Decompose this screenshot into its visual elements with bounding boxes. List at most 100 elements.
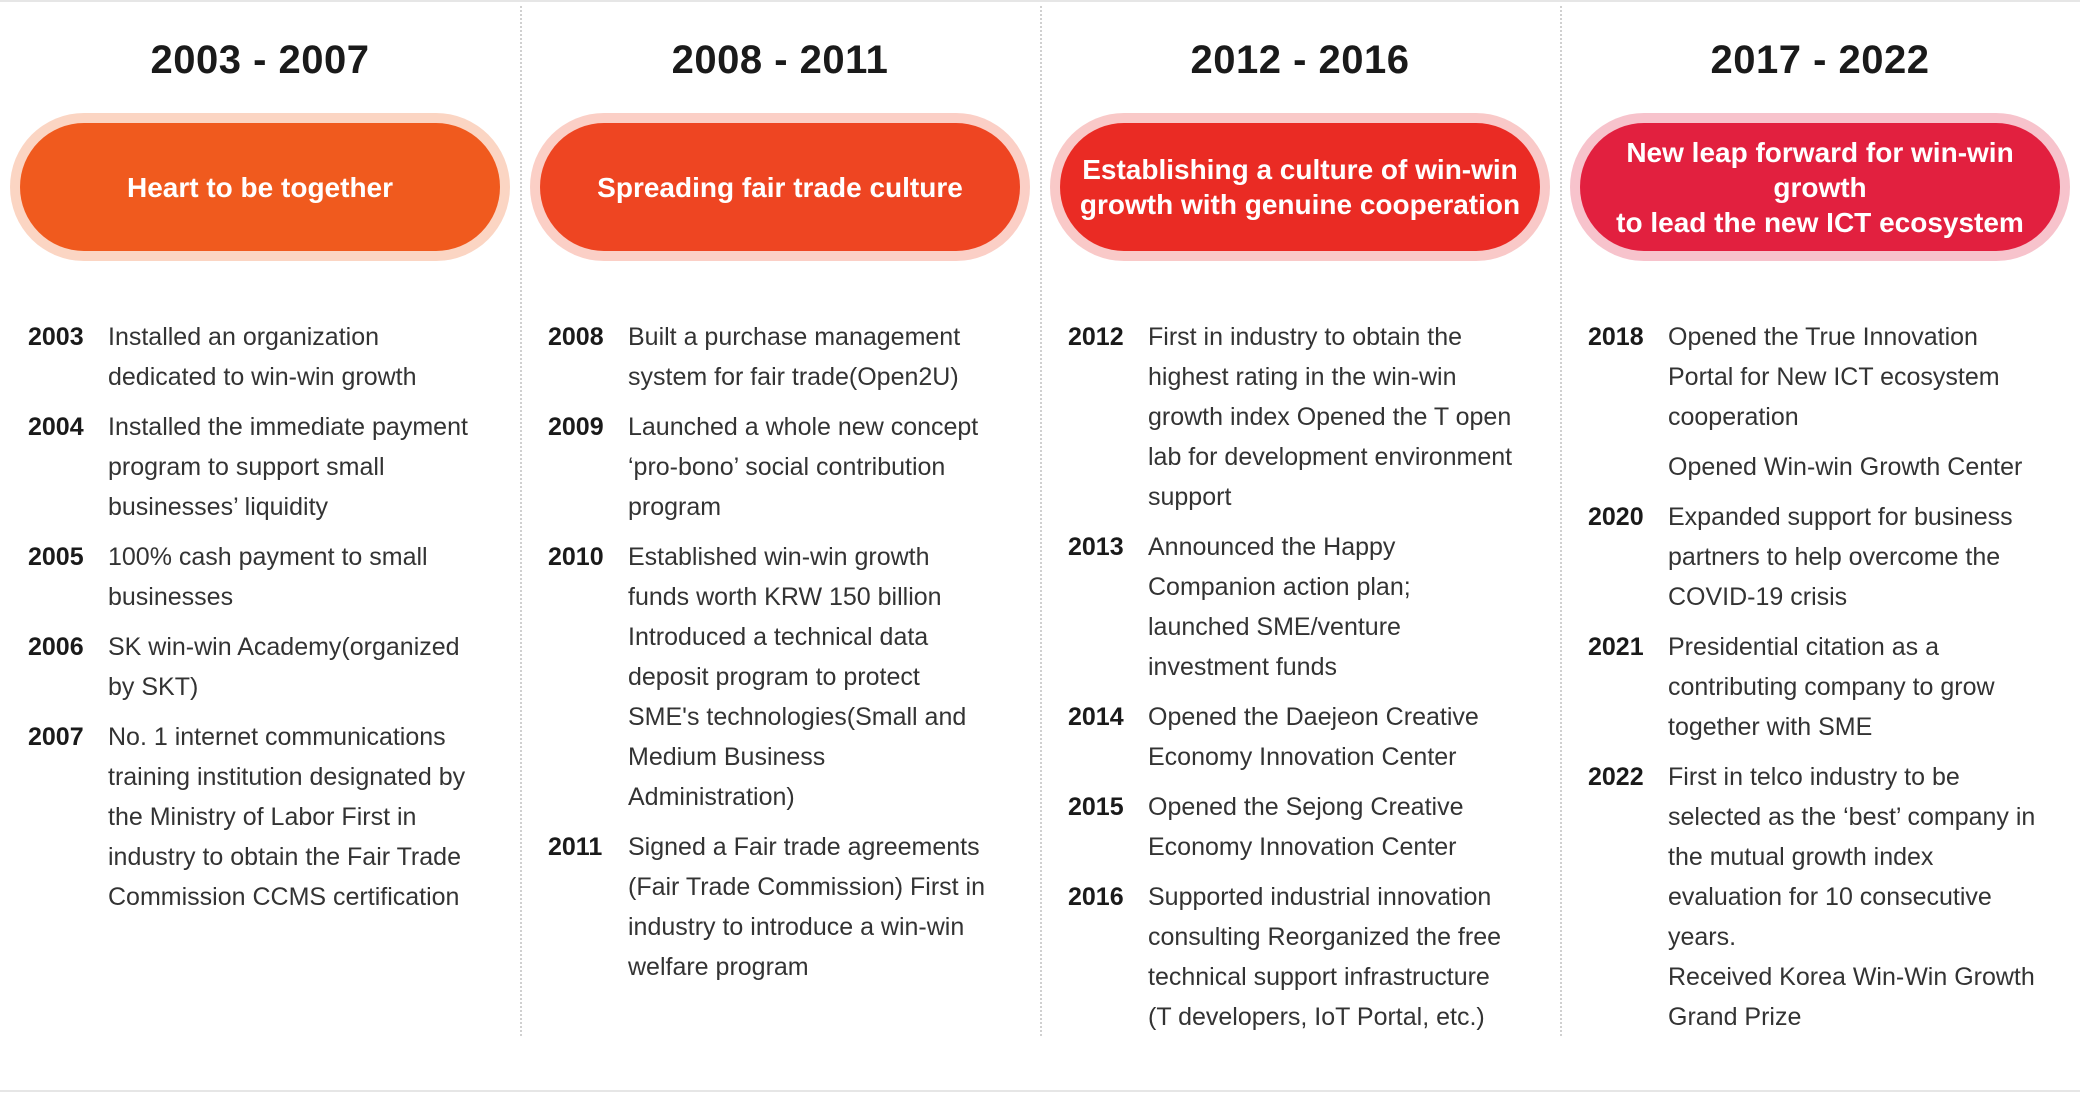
description-line: evaluation for 10 consecutive [1668,883,1992,911]
description-line: (T developers, IoT Portal, etc.) [1148,1003,1485,1031]
description-line: Received Korea Win-Win Growth [1668,963,2035,991]
description-line: consulting Reorganized the free [1148,923,1502,951]
milestone-year: 2015 [1068,793,1124,821]
milestone-year: 2010 [548,543,604,571]
description-line: together with SME [1668,713,1873,741]
milestone-description: First in telco industry to be selected as… [1668,757,2070,1037]
period-heading: 2003 - 2007 [150,38,370,82]
description-line: (Fair Trade Commission) First in [628,873,985,901]
description-line: Portal for New ICT ecosystem [1668,363,2000,391]
description-line: COVID-19 crisis [1668,583,1848,611]
description-line: Medium Business [628,743,826,771]
description-line: Economy Innovation Center [1148,833,1457,861]
milestone-item: 2022 First in telco industry to be selecte… [1588,757,2070,1037]
milestone-year: 2016 [1068,883,1124,911]
description-line: launched SME/venture [1148,613,1401,641]
description-line: No. 1 internet communications [108,723,446,751]
description-line: lab for development environment [1148,443,1513,471]
description-line: First in industry to obtain the [1148,323,1463,351]
milestone-year: 2021 [1588,633,1644,661]
milestone-description: Signed a Fair trade agreements(Fair Trad… [628,827,1030,987]
description-line: Expanded support for business [1668,503,2013,531]
theme-pill: Heart to be together [20,123,500,251]
description-line: industry to introduce a win-win [628,913,965,941]
theme-line: growth with genuine cooperation [1079,189,1521,220]
theme-line: Spreading fair trade culture [597,171,963,203]
description-line: Launched a whole new concept [628,413,979,441]
milestone-year: 2007 [28,723,84,751]
description-line: Announced the Happy [1148,533,1396,561]
milestone-list: 2003 Installed an organization dedicated t… [28,317,510,927]
description-line: Introduced a technical data [628,623,929,651]
milestone-year: 2005 [28,543,84,571]
period-heading: 2008 - 2011 [671,38,889,82]
milestone-description: First in industry to obtain the highest r… [1148,317,1550,517]
description-line: by SKT) [108,673,199,701]
milestone-year: 2009 [548,413,604,441]
description-line: SME's technologies(Small and [628,703,967,731]
theme-pill: Spreading fair trade culture [540,123,1020,251]
milestone-year: 2008 [548,323,604,351]
description-line: program [628,493,722,521]
milestone-item: 2003 Installed an organization dedicated t… [28,317,510,397]
milestone-item: 2016 Supported industrial innovation consu… [1068,877,1550,1037]
description-line: cooperation [1668,403,1799,431]
description-line: Installed an organization [108,323,380,351]
description-line: Companion action plan; [1148,573,1411,601]
theme-line: Heart to be together [126,171,394,203]
milestone-year: 2020 [1588,503,1644,531]
description-subline: Opened Win-win Growth Center [1668,453,2023,481]
milestone-year: 2014 [1068,703,1124,731]
theme-text: Heart to be together [127,170,393,205]
milestone-year: 2011 [548,833,603,861]
description-line: Supported industrial innovation [1148,883,1492,911]
description-line: First in telco industry to be [1668,763,1960,791]
description-line: investment funds [1148,653,1337,681]
description-line: dedicated to win-win growth [108,363,417,391]
milestone-item: 2011 Signed a Fair trade agreements(Fair … [548,827,1030,987]
description-line: selected as the ‘best’ company in [1668,803,2036,831]
description-line: welfare program [628,953,809,981]
description-line: Administration) [628,783,795,811]
milestone-year: 2004 [28,413,84,441]
milestone-item: 2009 Launched a whole new concept ‘pro-bon… [548,407,1030,527]
theme-text: Spreading fair trade culture [597,170,963,205]
description-line: ‘pro-bono’ social contribution [628,453,946,481]
description-line: growth index Opened the T open [1148,403,1512,431]
theme-line: to lead the new ICT ecosystem [1616,206,2024,238]
period-heading: 2017 - 2022 [1710,38,1930,82]
description-line: program to support small [108,453,385,481]
description-line: highest rating in the win-win [1148,363,1457,391]
top-border [0,0,2080,2]
milestone-year: 2003 [28,323,84,351]
description-line: Economy Innovation Center [1148,743,1457,771]
milestone-year: 2022 [1588,763,1644,791]
description-line: Opened the True Innovation [1668,323,1978,351]
